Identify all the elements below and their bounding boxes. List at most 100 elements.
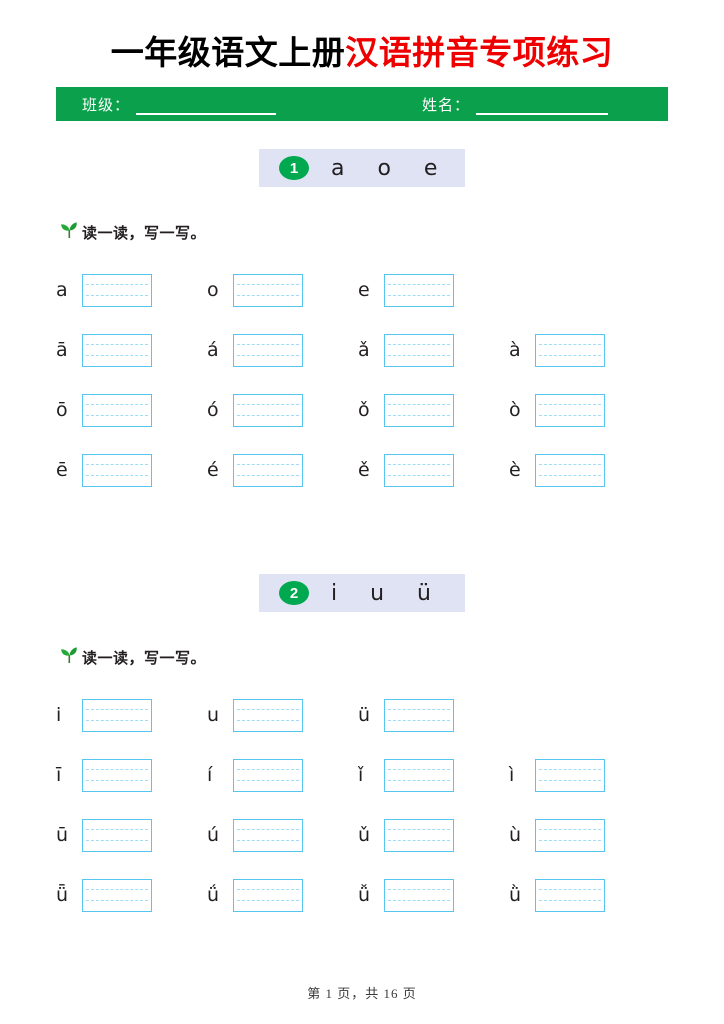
practice-letter: ī xyxy=(56,763,62,786)
practice-letter: ǒ xyxy=(358,398,370,421)
writing-box[interactable] xyxy=(233,758,303,792)
name-field[interactable]: 姓名： xyxy=(422,87,609,121)
practice-letter: á xyxy=(207,338,219,361)
practice-cell[interactable]: ǔ xyxy=(358,818,509,852)
practice-cell[interactable]: ǘ xyxy=(207,878,358,912)
practice-row: ī í ǐ ì xyxy=(56,745,668,805)
practice-row: ū ú ǔ ù xyxy=(56,805,668,865)
practice-cell[interactable]: ì xyxy=(509,758,660,792)
writing-box[interactable] xyxy=(384,758,454,792)
section-1-header: 1 a o e xyxy=(259,149,465,187)
practice-cell[interactable]: ǎ xyxy=(358,333,509,367)
writing-box[interactable] xyxy=(384,698,454,732)
practice-letter: ǔ xyxy=(358,823,371,846)
practice-cell[interactable]: é xyxy=(207,453,358,487)
practice-letter: à xyxy=(509,338,521,361)
practice-letter: ǐ xyxy=(358,763,364,786)
writing-box[interactable] xyxy=(82,273,152,307)
practice-letter: ā xyxy=(56,338,68,361)
sprout-icon xyxy=(60,646,80,669)
writing-box[interactable] xyxy=(535,758,605,792)
practice-cell[interactable]: ī xyxy=(56,758,207,792)
practice-letter: i xyxy=(56,703,62,726)
writing-box[interactable] xyxy=(535,393,605,427)
practice-cell[interactable]: o xyxy=(207,273,358,307)
writing-box[interactable] xyxy=(233,273,303,307)
practice-cell[interactable]: ù xyxy=(509,818,660,852)
practice-cell[interactable]: ò xyxy=(509,393,660,427)
practice-letter: ǖ xyxy=(56,883,69,906)
writing-box[interactable] xyxy=(535,818,605,852)
section-1-letters: a o e xyxy=(331,155,451,181)
practice-letter: a xyxy=(56,278,68,301)
section-1-number-badge: 1 xyxy=(279,156,309,180)
writing-box[interactable] xyxy=(82,818,152,852)
writing-box[interactable] xyxy=(233,393,303,427)
practice-cell[interactable]: ú xyxy=(207,818,358,852)
writing-box[interactable] xyxy=(384,818,454,852)
practice-cell[interactable]: ǖ xyxy=(56,878,207,912)
writing-box[interactable] xyxy=(233,698,303,732)
writing-box[interactable] xyxy=(233,818,303,852)
practice-letter: o xyxy=(207,278,219,301)
practice-cell[interactable]: ü xyxy=(358,698,509,732)
writing-box[interactable] xyxy=(384,453,454,487)
page-footer: 第 1 页，共 16 页 xyxy=(307,986,417,1001)
practice-cell[interactable]: u xyxy=(207,698,358,732)
writing-box[interactable] xyxy=(82,333,152,367)
practice-cell[interactable]: ō xyxy=(56,393,207,427)
practice-letter: é xyxy=(207,458,219,481)
practice-row: ā á ǎ à xyxy=(56,320,668,380)
writing-box[interactable] xyxy=(82,453,152,487)
writing-box[interactable] xyxy=(233,453,303,487)
practice-letter: ě xyxy=(358,458,370,481)
page-title-red: 汉语拼音专项练习 xyxy=(345,36,614,72)
name-blank-line[interactable] xyxy=(476,112,609,115)
student-info-bar: 班级： 姓名： xyxy=(56,87,668,121)
writing-box[interactable] xyxy=(535,878,605,912)
writing-box[interactable] xyxy=(535,453,605,487)
practice-cell[interactable]: a xyxy=(56,273,207,307)
section-1-instruction-text: 读一读，写一写。 xyxy=(82,226,207,242)
practice-row: ē é ě è xyxy=(56,440,668,500)
practice-letter: ǘ xyxy=(207,883,220,906)
writing-box[interactable] xyxy=(82,878,152,912)
practice-cell[interactable]: i xyxy=(56,698,207,732)
practice-cell[interactable]: ó xyxy=(207,393,358,427)
writing-box[interactable] xyxy=(535,333,605,367)
practice-cell[interactable]: ǒ xyxy=(358,393,509,427)
practice-cell[interactable]: ǚ xyxy=(358,878,509,912)
practice-cell[interactable]: ā xyxy=(56,333,207,367)
class-blank-line[interactable] xyxy=(136,112,277,115)
section-2-number-badge: 2 xyxy=(279,581,309,605)
practice-cell[interactable]: ě xyxy=(358,453,509,487)
writing-box[interactable] xyxy=(82,758,152,792)
practice-letter: u xyxy=(207,703,220,726)
writing-box[interactable] xyxy=(384,273,454,307)
practice-cell[interactable]: à xyxy=(509,333,660,367)
practice-letter: í xyxy=(207,763,213,786)
practice-cell[interactable]: á xyxy=(207,333,358,367)
practice-cell[interactable]: e xyxy=(358,273,509,307)
class-field[interactable]: 班级： xyxy=(82,87,277,121)
writing-box[interactable] xyxy=(384,878,454,912)
practice-letter: ò xyxy=(509,398,521,421)
practice-cell[interactable]: ū xyxy=(56,818,207,852)
practice-letter: ù xyxy=(509,823,522,846)
practice-cell[interactable]: í xyxy=(207,758,358,792)
writing-box[interactable] xyxy=(82,393,152,427)
practice-cell[interactable]: ǜ xyxy=(509,878,660,912)
writing-box[interactable] xyxy=(233,333,303,367)
writing-box[interactable] xyxy=(384,333,454,367)
practice-cell[interactable]: è xyxy=(509,453,660,487)
practice-cell[interactable]: ē xyxy=(56,453,207,487)
practice-cell[interactable]: ǐ xyxy=(358,758,509,792)
writing-box[interactable] xyxy=(384,393,454,427)
practice-row: ō ó ǒ ò xyxy=(56,380,668,440)
writing-box[interactable] xyxy=(82,698,152,732)
writing-box[interactable] xyxy=(233,878,303,912)
practice-letter: ō xyxy=(56,398,68,421)
section-1-practice-rows: a o e ā á xyxy=(56,260,668,500)
page-title-black: 一年级语文上册 xyxy=(110,36,346,72)
practice-letter: ē xyxy=(56,458,68,481)
